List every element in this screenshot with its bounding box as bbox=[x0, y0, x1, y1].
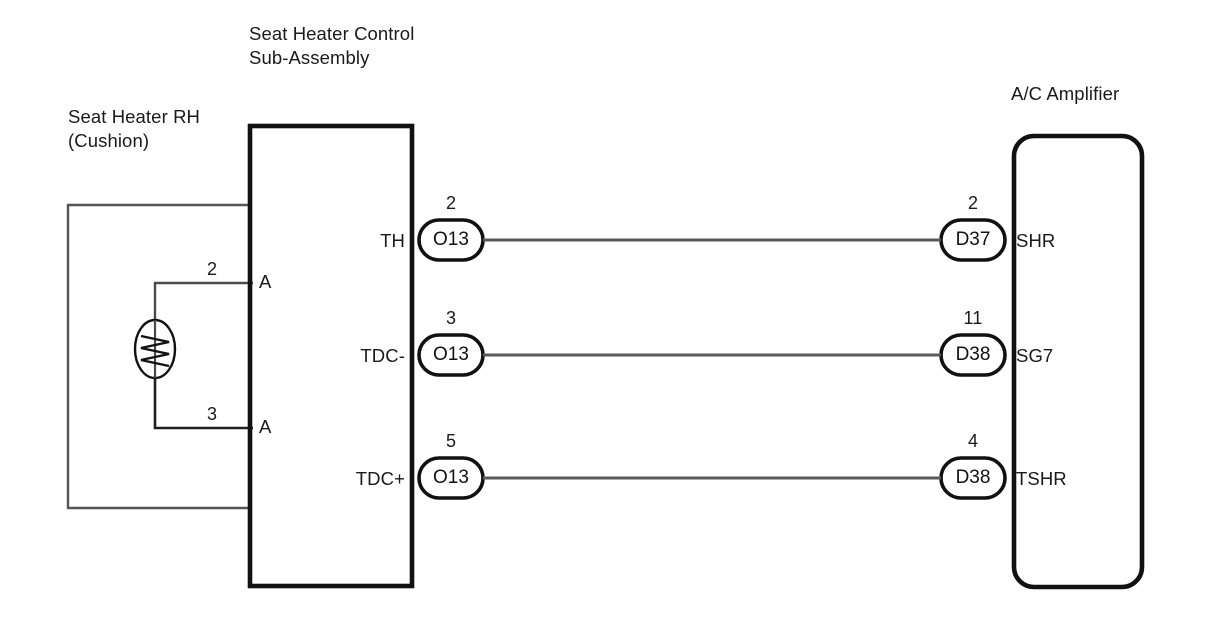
seat-heater-title-line2: (Cushion) bbox=[68, 129, 150, 151]
seat-heater-terminal-number-3: 3 bbox=[206, 404, 218, 424]
amp-pin-signal-sg7: SG7 bbox=[1016, 345, 1054, 366]
amp-connector-code-tshr[interactable]: D38 bbox=[955, 467, 991, 488]
control-pin-number-th: 2 bbox=[445, 193, 457, 213]
seat-heater-enclosure bbox=[66, 203, 249, 510]
control-pin-signal-tdc-minus: TDC- bbox=[360, 345, 405, 366]
amp-pin-signal-shr: SHR bbox=[1016, 230, 1056, 251]
heater-wire-bottom bbox=[153, 376, 253, 430]
amp-pin-signal-tshr: TSHR bbox=[1016, 468, 1067, 489]
control-connector-code-tdc-minus[interactable]: O13 bbox=[433, 344, 469, 365]
seat-heater-terminal-code-2: A bbox=[259, 271, 272, 292]
control-pin-signal-th: TH bbox=[380, 230, 405, 251]
amp-pin-number-sg7: 11 bbox=[963, 308, 983, 328]
amp-pin-number-shr: 2 bbox=[967, 193, 979, 213]
control-unit-title-line1: Seat Heater Control bbox=[249, 23, 415, 44]
heater-wire-top bbox=[153, 281, 253, 322]
heater-element-icon bbox=[133, 318, 177, 380]
control-pin-number-tdc-plus: 5 bbox=[445, 431, 457, 451]
control-pin-signal-tdc-plus: TDC+ bbox=[355, 468, 405, 489]
control-connector-code-th[interactable]: O13 bbox=[433, 229, 469, 250]
amp-pin-number-tshr: 4 bbox=[967, 431, 979, 451]
seat-heater-terminal-number-2: 2 bbox=[206, 259, 218, 279]
ac-amplifier-title: A/C Amplifier bbox=[1011, 83, 1120, 104]
seat-heater-control-box bbox=[247, 123, 415, 589]
seat-heater-title: Seat Heater RH(Cushion) bbox=[68, 105, 200, 152]
ac-amplifier-box bbox=[1011, 133, 1145, 590]
seat-heater-title-line1: Seat Heater RH bbox=[68, 106, 200, 127]
control-pin-number-tdc-minus: 3 bbox=[445, 308, 457, 328]
control-connector-code-tdc-plus[interactable]: O13 bbox=[433, 467, 469, 488]
amp-connector-code-sg7[interactable]: D38 bbox=[955, 344, 991, 365]
seat-heater-terminal-code-3: A bbox=[259, 416, 272, 437]
control-unit-title-line2: Sub-Assembly bbox=[249, 46, 370, 68]
amp-connector-code-shr[interactable]: D37 bbox=[955, 229, 991, 250]
